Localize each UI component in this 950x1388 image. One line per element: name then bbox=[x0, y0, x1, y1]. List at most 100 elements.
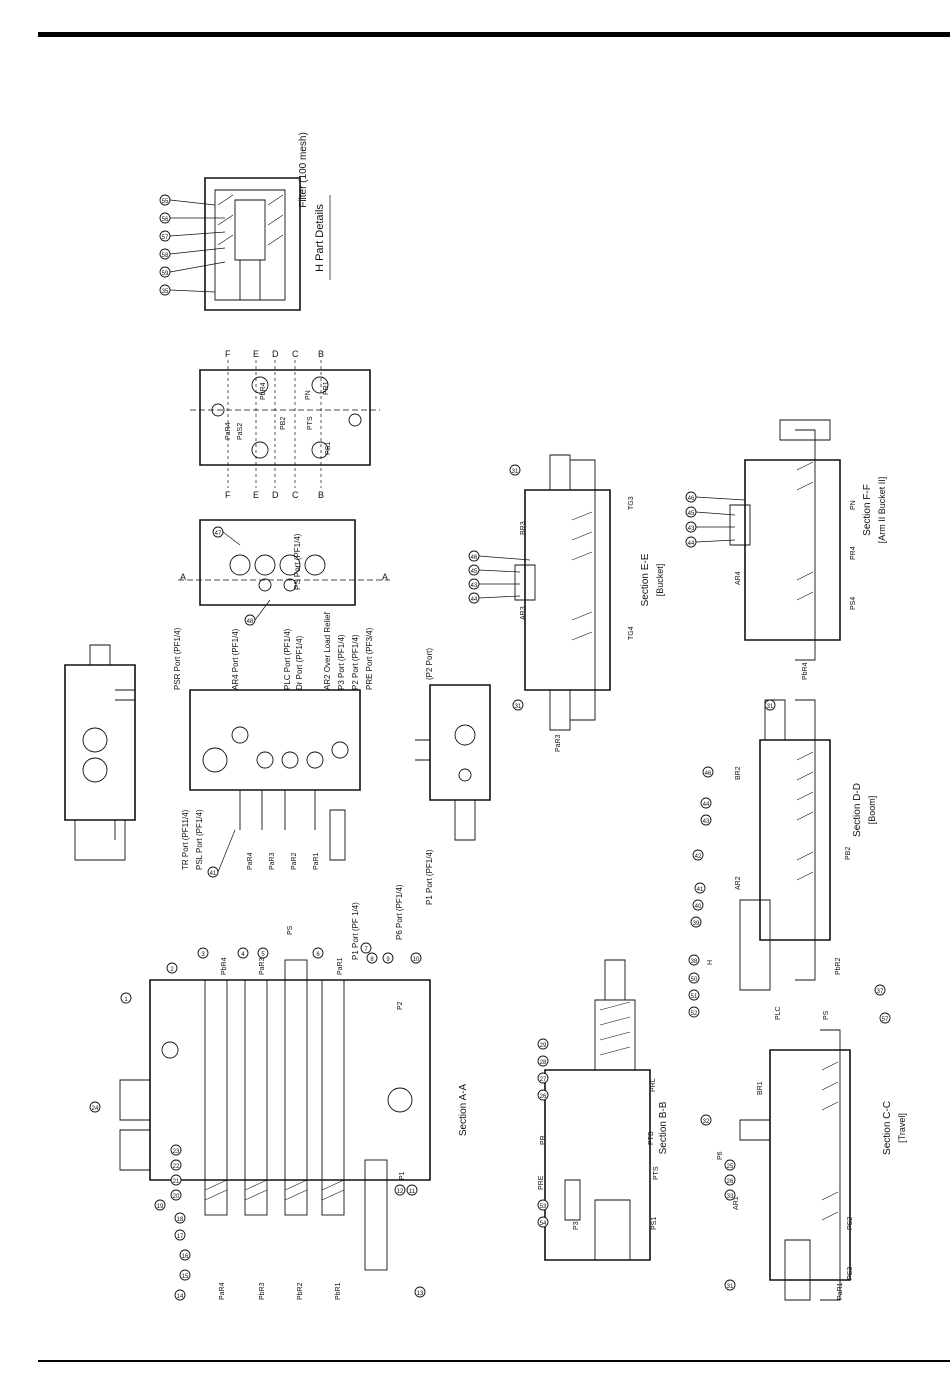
svg-text:47: 47 bbox=[215, 531, 222, 537]
section-c-title: Section C-C bbox=[882, 1101, 893, 1155]
svg-text:9: 9 bbox=[386, 957, 390, 963]
svg-text:37: 37 bbox=[877, 989, 884, 995]
svg-text:59: 59 bbox=[162, 271, 169, 277]
svg-text:PbR2: PbR2 bbox=[297, 1282, 304, 1300]
p1-port-label: P1 Port (PF 1/4) bbox=[351, 902, 360, 960]
bottom-rule bbox=[38, 1360, 950, 1362]
svg-text:AR2: AR2 bbox=[735, 876, 742, 890]
svg-text:PS4: PS4 bbox=[850, 597, 857, 610]
section-e-subtitle: [Bucket] bbox=[655, 564, 665, 597]
svg-text:2: 2 bbox=[170, 967, 174, 973]
svg-text:8: 8 bbox=[370, 957, 374, 963]
svg-text:PN: PN bbox=[305, 390, 312, 400]
svg-text:PaR2: PaR2 bbox=[291, 852, 298, 870]
svg-text:PbR3: PbR3 bbox=[259, 1282, 266, 1300]
svg-text:PS1: PS1 bbox=[651, 1217, 658, 1230]
svg-text:A: A bbox=[180, 572, 186, 582]
svg-text:C: C bbox=[292, 349, 299, 359]
svg-text:PTB: PTB bbox=[648, 1131, 655, 1145]
svg-text:46: 46 bbox=[471, 555, 478, 561]
svg-text:TG4: TG4 bbox=[628, 626, 635, 640]
section-a-callouts: 1 2 3 4 5 6 7 8 9 10 11 12 13 14 15 16 1… bbox=[89, 942, 426, 1301]
svg-text:29: 29 bbox=[540, 1043, 547, 1049]
svg-text:18: 18 bbox=[177, 1217, 184, 1223]
svg-text:43: 43 bbox=[703, 819, 710, 825]
svg-text:27: 27 bbox=[540, 1077, 547, 1083]
svg-text:PTS: PTS bbox=[307, 416, 314, 430]
section-e-e: Section E-E [Bucket] BR3 AR3 TG3 TG4 PaR… bbox=[468, 454, 665, 752]
valve-drawing-sheet: Filter (100 mesh) H Part Details 55 56 5… bbox=[64, 132, 907, 1301]
svg-text:42: 42 bbox=[695, 854, 702, 860]
svg-text:26: 26 bbox=[540, 1094, 547, 1100]
svg-text:46: 46 bbox=[688, 496, 695, 502]
svg-text:PS2: PS2 bbox=[847, 1217, 854, 1230]
section-b-b: Section B-B PR PRE P3 PRL PTB PTS PS1 26… bbox=[537, 959, 669, 1261]
h-filter-label: Filter (100 mesh) bbox=[298, 132, 309, 208]
svg-text:55: 55 bbox=[162, 199, 169, 205]
svg-text:H: H bbox=[707, 960, 714, 965]
svg-text:5: 5 bbox=[261, 952, 265, 958]
svg-text:PLC: PLC bbox=[775, 1006, 782, 1020]
svg-text:BR3: BR3 bbox=[520, 521, 527, 535]
section-b-title: Section B-B bbox=[658, 1101, 669, 1154]
svg-text:P2: P2 bbox=[397, 1001, 404, 1010]
svg-text:BR1: BR1 bbox=[757, 1081, 764, 1095]
svg-text:PR1: PR1 bbox=[323, 381, 330, 395]
svg-text:44: 44 bbox=[688, 541, 695, 547]
svg-text:PaR3: PaR3 bbox=[555, 734, 562, 752]
top-view: A A PSR Port (PF1/4) AR4 Port (PF1/4) PL… bbox=[173, 519, 404, 960]
svg-text:1: 1 bbox=[124, 997, 128, 1003]
svg-text:46: 46 bbox=[705, 771, 712, 777]
svg-text:24: 24 bbox=[92, 1106, 99, 1112]
svg-text:35: 35 bbox=[162, 289, 169, 295]
svg-text:AR3: AR3 bbox=[520, 606, 527, 620]
svg-text:45: 45 bbox=[688, 511, 695, 517]
svg-text:13: 13 bbox=[417, 1291, 424, 1297]
dr-port-label: Dr Port (PF1/4) bbox=[295, 635, 304, 690]
h-part-title: H Part Details bbox=[314, 204, 326, 272]
svg-text:PS: PS bbox=[823, 1010, 830, 1020]
svg-text:43: 43 bbox=[688, 526, 695, 532]
p3-port-label: P3 Port (PF1/4) bbox=[337, 634, 346, 690]
svg-text:PS1: PS1 bbox=[325, 442, 332, 455]
svg-text:52: 52 bbox=[691, 1011, 698, 1017]
svg-text:33: 33 bbox=[727, 1194, 734, 1200]
section-d-subtitle: [Boom] bbox=[867, 796, 877, 825]
svg-text:B: B bbox=[318, 349, 324, 359]
svg-text:17: 17 bbox=[177, 1234, 184, 1240]
svg-text:PR: PR bbox=[540, 1135, 547, 1145]
svg-text:PR4: PR4 bbox=[850, 546, 857, 560]
section-a-title: Section A-A bbox=[458, 1084, 469, 1137]
svg-text:48: 48 bbox=[247, 619, 254, 625]
svg-text:PbR4: PbR4 bbox=[221, 957, 228, 975]
svg-text:44: 44 bbox=[703, 802, 710, 808]
svg-text:3: 3 bbox=[201, 952, 205, 958]
svg-text:D: D bbox=[272, 349, 279, 359]
svg-text:PTS: PTS bbox=[653, 1166, 660, 1180]
svg-text:C: C bbox=[292, 490, 299, 500]
svg-text:45: 45 bbox=[471, 569, 478, 575]
svg-text:56: 56 bbox=[162, 217, 169, 223]
svg-text:PbR4: PbR4 bbox=[260, 382, 267, 400]
p2-port-label: P2 Port (PF1/4) bbox=[351, 634, 360, 690]
svg-text:PRL: PRL bbox=[650, 1078, 657, 1092]
svg-text:4: 4 bbox=[241, 952, 245, 958]
svg-text:PB2: PB2 bbox=[280, 417, 287, 430]
h-callouts: 55 56 57 58 59 35 bbox=[159, 194, 226, 296]
svg-text:32: 32 bbox=[703, 1119, 710, 1125]
section-d-d: Section D-D [Boom] BR2 AR2 PB2 PLC PS Pb… bbox=[688, 699, 891, 1024]
svg-text:AR4: AR4 bbox=[735, 571, 742, 585]
svg-text:A: A bbox=[382, 572, 388, 582]
ar2-relief-label: AR2 Over Load Relief bbox=[323, 611, 332, 690]
svg-text:44: 44 bbox=[471, 597, 478, 603]
svg-text:16: 16 bbox=[182, 1254, 189, 1260]
svg-text:31: 31 bbox=[515, 704, 522, 710]
svg-text:PS3: PS3 bbox=[847, 1267, 854, 1280]
svg-text:39: 39 bbox=[693, 921, 700, 927]
svg-text:38: 38 bbox=[691, 959, 698, 965]
top-rule bbox=[38, 32, 950, 37]
svg-text:PaS2: PaS2 bbox=[237, 423, 244, 440]
section-a-a: Section A-A PbR4 PaR3 PS PaR1 PaR4 PbR3 … bbox=[89, 925, 469, 1301]
svg-text:E: E bbox=[253, 490, 259, 500]
svg-text:D: D bbox=[272, 490, 279, 500]
